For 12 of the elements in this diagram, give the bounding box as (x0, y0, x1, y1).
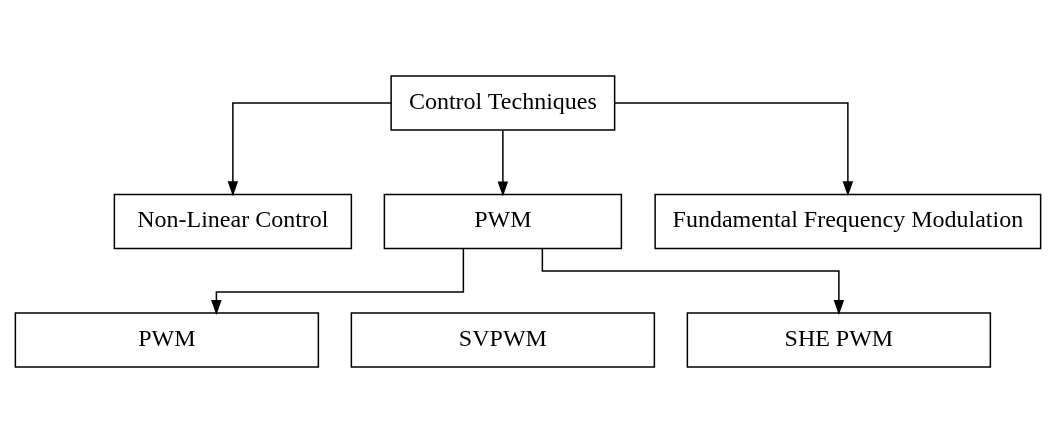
arrow (211, 247, 465, 315)
node-box: SHE PWM (686, 312, 992, 368)
node-box: PWM (383, 193, 623, 250)
arrow (541, 247, 845, 315)
node-box: SVPWM (350, 312, 656, 368)
node-box: PWM (14, 312, 320, 368)
node-box: Control Techniques (390, 75, 616, 131)
arrow (497, 129, 509, 197)
arrow (614, 102, 854, 197)
arrow (227, 102, 392, 197)
node-box: Non-Linear Control (113, 193, 353, 250)
node-box: Fundamental Frequency Modulation (654, 193, 1042, 250)
